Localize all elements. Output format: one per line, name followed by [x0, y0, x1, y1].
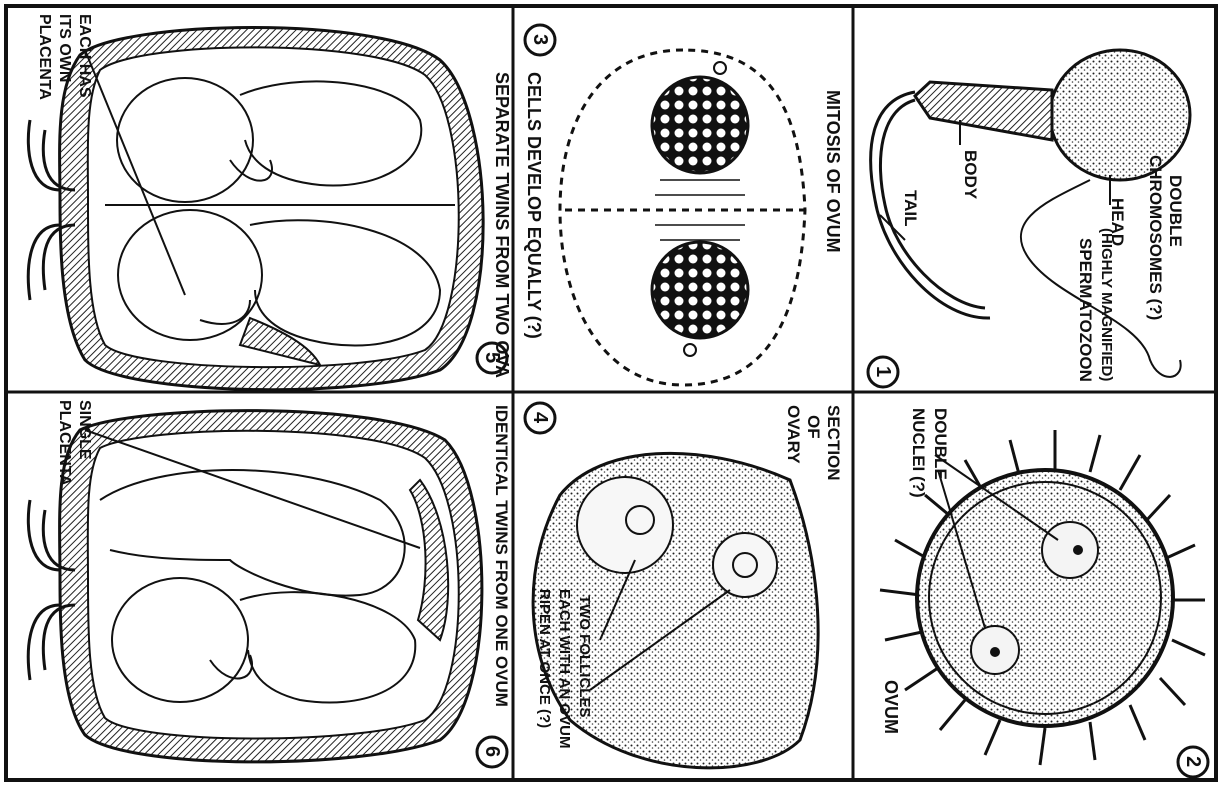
caption-separate-twins: SEPARATE TWINS FROM TWO OVA: [492, 72, 512, 378]
label-single: SINGLE: [76, 400, 93, 460]
fetus-3-head: [112, 578, 248, 702]
panel-number-6: 6: [481, 746, 503, 757]
sperm-head: [1050, 50, 1190, 180]
daughter-nucleus-1: [652, 77, 748, 173]
label-single-placenta: PLACENTA: [56, 400, 73, 486]
nucleus-1: [1042, 522, 1098, 578]
follicle-2: [713, 533, 777, 597]
ovary-section: [533, 453, 818, 768]
panel-number-2: 2: [1182, 756, 1204, 767]
panel-3-mitosis: MITOSIS OF OVUM CELLS DEVELOP EQUALLY (?…: [524, 25, 843, 385]
label-of: OF: [804, 415, 823, 439]
label-two-follicles: TWO FOLLICLES: [576, 595, 593, 717]
label-each-has: EACH HAS: [76, 14, 93, 98]
panel-4-ovary: SECTION OF OVARY TWO FOLLICLES EACH WITH…: [525, 403, 843, 768]
label-double-nuclei-2: NUCLEI (?): [909, 408, 928, 498]
label-section: SECTION: [824, 405, 843, 481]
label-ripen-at-once: RIPEN AT ONCE (?): [536, 589, 553, 728]
label-its-own: ITS OWN: [56, 14, 73, 82]
label-highly-magnified: (HIGHLY MAGNIFIED): [1098, 228, 1115, 381]
panel-1-spermatozoon: DOUBLE CHROMOSOMES (?) HEAD BODY TAIL SP…: [868, 50, 1190, 387]
label-ovary: OVARY: [784, 405, 803, 464]
panel-number-3: 3: [529, 34, 551, 45]
caption-identical-twins: IDENTICAL TWINS FROM ONE OVUM: [492, 405, 511, 707]
label-cells-develop-equally: CELLS DEVELOP EQUALLY (?): [524, 72, 544, 339]
daughter-nucleus-2: [652, 242, 748, 338]
label-tail: TAIL: [901, 190, 920, 227]
label-double-nuclei-1: DOUBLE: [931, 408, 950, 480]
label-mitosis-of-ovum: MITOSIS OF OVUM: [823, 90, 843, 253]
sperm-body: [915, 82, 1052, 140]
panel-6-identical-twins: SINGLE PLACENTA IDENTICAL TWINS FROM ONE…: [28, 400, 511, 767]
label-body: BODY: [961, 150, 980, 200]
label-placenta: PLACENTA: [36, 14, 53, 100]
panel-number-4: 4: [529, 412, 551, 424]
panel-2-ovum: DOUBLE NUCLEI (?) OVUM 2: [880, 408, 1208, 777]
label-double-chromosomes-1: DOUBLE: [1166, 175, 1185, 247]
fetus-2-head: [118, 210, 262, 340]
panel-5-separate-twins: EACH HAS ITS OWN PLACENTA SEPARATE TWINS…: [28, 14, 512, 390]
follicle-1: [577, 477, 673, 573]
label-double-chromosomes-2: CHROMOSOMES (?): [1146, 155, 1165, 320]
panel-number-5: 5: [481, 352, 503, 363]
panel-number-1: 1: [872, 366, 894, 377]
label-spermatozoon: SPERMATOZOON: [1076, 238, 1095, 382]
label-each-with-an-ovum: EACH WITH AN OVUM: [556, 589, 573, 748]
fetus-1-head: [117, 78, 253, 202]
label-ovum: OVUM: [881, 680, 901, 734]
